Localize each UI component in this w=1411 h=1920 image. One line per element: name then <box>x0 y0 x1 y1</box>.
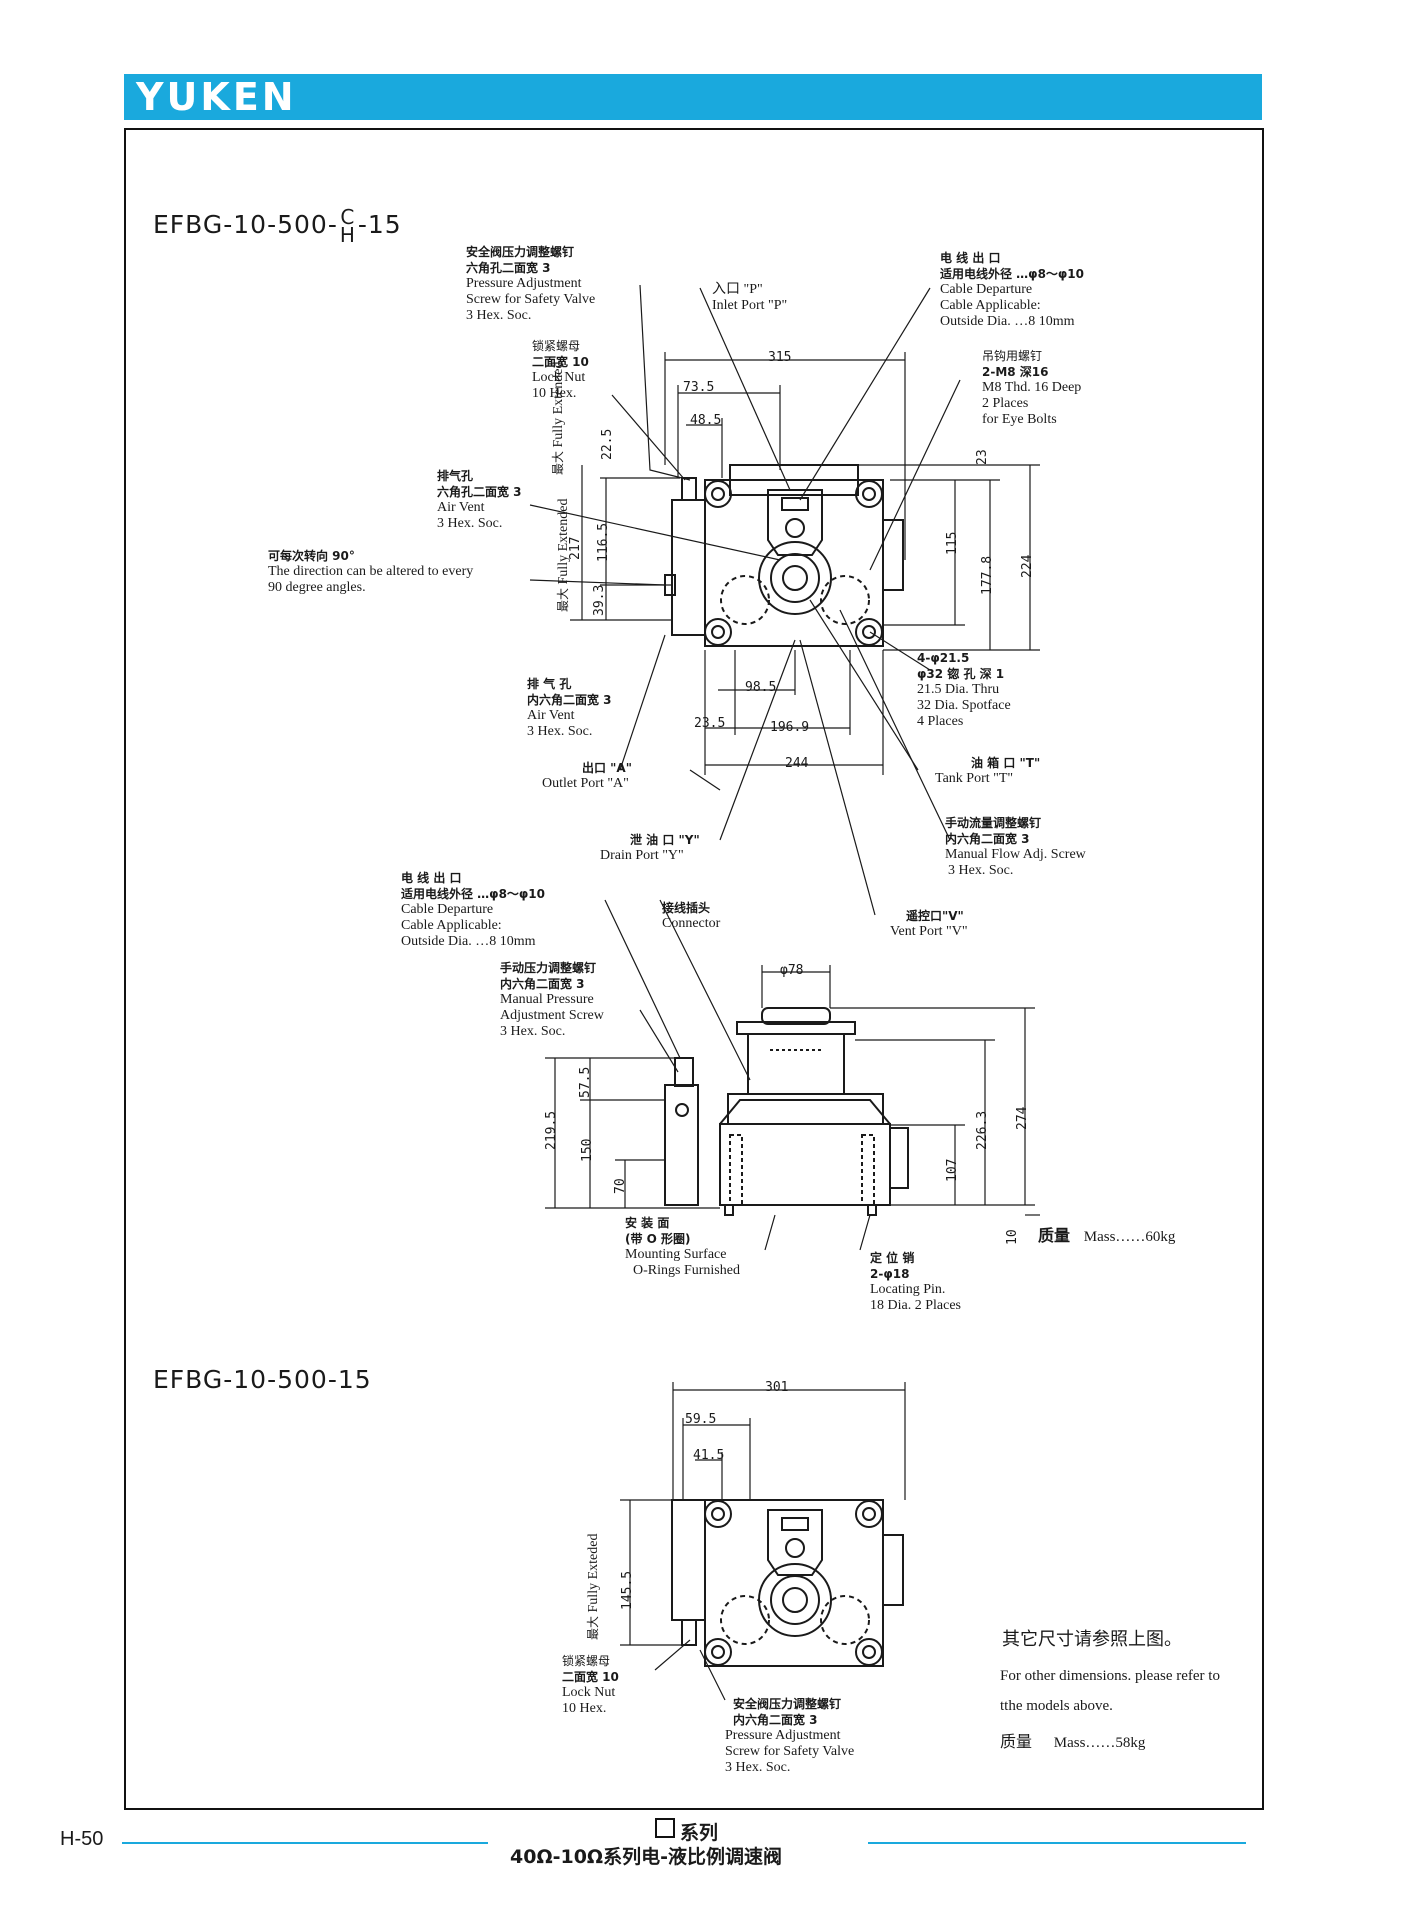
model-variant-h: H <box>339 223 356 247</box>
dim-39-3: 39.3 <box>592 584 607 616</box>
footer-line-left <box>122 1842 488 1844</box>
label-air-vent-2: 排 气 孔 内六角二面宽 3 Air Vent 3 Hex. Soc. <box>527 677 612 739</box>
dim-23-5: 23.5 <box>694 716 726 731</box>
dim-70: 70 <box>613 1178 628 1194</box>
side-view-valve <box>664 1007 909 1216</box>
dim-phi78: φ78 <box>780 963 804 978</box>
label-mounting-holes: 4-φ21.5 φ32 锪 孔 深 1 21.5 Dia. Thru 32 Di… <box>917 651 1011 729</box>
dim-115: 115 <box>945 531 960 555</box>
dim-217: 217 <box>568 536 583 560</box>
dim-244: 244 <box>785 756 809 771</box>
dim-196-9: 196.9 <box>770 720 810 735</box>
dim-226-3: 226.3 <box>975 1110 990 1150</box>
label-manual-flow-adj: 手动流量调整螺钉 内六角二面宽 3 Manual Flow Adj. Screw… <box>945 816 1086 878</box>
label-cable-departure-mid: 电 线 出 口 适用电线外径 …φ8～φ10 Cable Departure C… <box>401 871 546 949</box>
bottom-view-valve <box>671 1499 904 1667</box>
label-drain-port: 泄 油 口 "Y" Drain Port "Y" <box>600 833 700 863</box>
label-cable-departure-top: 电 线 出 口 适用电线外径 …φ8～φ10 Cable Departure C… <box>940 251 1085 329</box>
label-air-vent-1: 排气孔 六角孔二面宽 3 Air Vent 3 Hex. Soc. <box>437 469 522 531</box>
label-tank-port: 油 箱 口 "T" Tank Port "T" <box>935 756 1041 786</box>
dim-48-5: 48.5 <box>690 413 722 428</box>
model-variant-c: C <box>340 205 356 229</box>
label-lock-nut: 锁紧螺母 二面宽 10 Lock Nut 10 Hex. <box>532 339 589 401</box>
dim-41-5: 41.5 <box>693 1448 725 1463</box>
label-manual-pressure-adj: 手动压力调整螺钉 内六角二面宽 3 Manual Pressure Adjust… <box>500 961 604 1039</box>
label-fully-extended-1: 最大 Fully Extended <box>551 361 566 475</box>
label-lock-nut-2: 锁紧螺母 二面宽 10 Lock Nut 10 Hex. <box>562 1654 619 1716</box>
model-suffix: -15 <box>357 210 402 239</box>
label-connector: 接线插头 Connector <box>662 901 721 931</box>
dim-107: 107 <box>945 1158 960 1182</box>
note-en-2: tthe models above. <box>1000 1698 1113 1714</box>
label-eye-bolts: 吊钩用螺钉 2-M8 深16 M8 Thd. 16 Deep 2 Places … <box>982 349 1082 427</box>
label-inlet-port: 入口 "P" Inlet Port "P" <box>712 282 788 313</box>
yuken-logo: YUKEN <box>136 75 297 119</box>
dim-116-5: 116.5 <box>596 522 611 562</box>
dim-98-5: 98.5 <box>745 680 777 695</box>
model-title-2: EFBG-10-500-15 <box>153 1365 372 1394</box>
dim-315: 315 <box>768 350 792 365</box>
dim-73-5: 73.5 <box>683 380 715 395</box>
label-mounting-surface: 安 装 面 (带 O 形圈) Mounting Surface O-Rings … <box>625 1216 740 1278</box>
note-mass-58: 质量 Mass……58kg <box>1000 1732 1146 1751</box>
dim-59-5: 59.5 <box>685 1412 717 1427</box>
label-pressure-adjustment-2: 安全阀压力调整螺钉 内六角二面宽 3 Pressure Adjustment S… <box>725 1697 855 1775</box>
dim-23: 23 <box>975 449 990 465</box>
dim-301: 301 <box>765 1380 789 1395</box>
dim-150: 150 <box>580 1138 595 1162</box>
dim-10: 10 <box>1005 1229 1020 1245</box>
label-vent-port: 遥控口"V" Vent Port "V" <box>890 909 968 939</box>
footer-title: 40Ω-10Ω系列电-液比例调速阀 <box>510 1846 782 1868</box>
note-cn: 其它尺寸请参照上图。 <box>1002 1629 1182 1650</box>
label-pressure-adjustment: 安全阀压力调整螺钉 六角孔二面宽 3 Pressure Adjustment S… <box>466 245 596 323</box>
drawing-frame <box>124 128 1264 1810</box>
dim-177-8: 177.8 <box>980 555 995 595</box>
footer-line-right <box>868 1842 1246 1844</box>
dim-22-5: 22.5 <box>600 428 615 460</box>
dim-224: 224 <box>1020 554 1035 578</box>
note-en-1: For other dimensions. please refer to <box>1000 1668 1220 1684</box>
series-logo-icon <box>655 1818 675 1838</box>
dim-274: 274 <box>1015 1106 1030 1130</box>
header-bar <box>124 74 1262 120</box>
dim-219-5: 219.5 <box>544 1110 559 1150</box>
label-mass-60: 质量 Mass……60kg <box>1038 1226 1176 1246</box>
dim-145-5: 145.5 <box>620 1570 635 1610</box>
label-fully-exteded-3: 最大 Fully Exteded <box>586 1533 601 1640</box>
label-locating-pin: 定 位 销 2-φ18 Locating Pin. 18 Dia. 2 Plac… <box>870 1251 961 1313</box>
label-outlet-port: 出口 "A" Outlet Port "A" <box>542 761 632 791</box>
dim-57-5: 57.5 <box>578 1066 593 1098</box>
footer-series: 系列 <box>680 1822 719 1844</box>
page-number: H-50 <box>60 1828 104 1850</box>
model-prefix: EFBG-10-500- <box>153 210 338 239</box>
top-view-valve <box>664 464 904 647</box>
label-direction-note: 可每次转向 90° The direction can be altered t… <box>268 549 474 595</box>
